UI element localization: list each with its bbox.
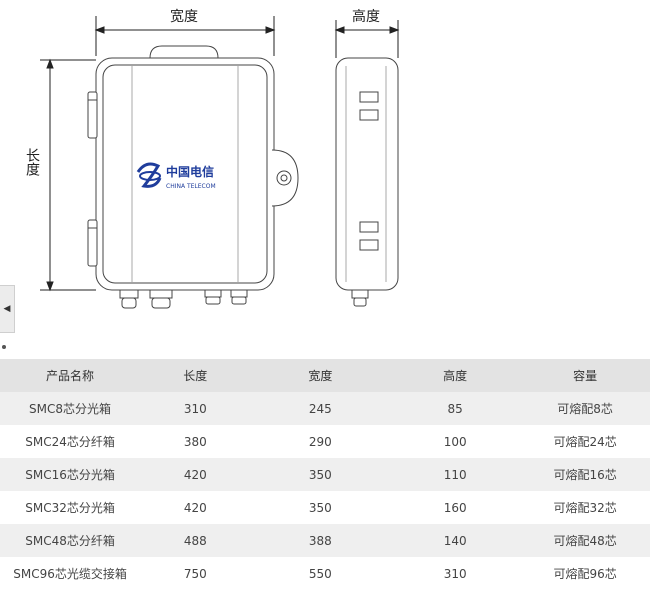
cell-length: 488 xyxy=(140,524,251,557)
cell-height: 110 xyxy=(390,458,521,491)
header-length: 长度 xyxy=(140,359,251,392)
cell-height: 85 xyxy=(390,392,521,425)
cell-width: 245 xyxy=(250,392,391,425)
cell-capacity: 可熔配96芯 xyxy=(520,557,650,590)
cell-product-name: SMC32芯分光箱 xyxy=(0,491,141,524)
list-bullet xyxy=(2,345,6,349)
length-dimension xyxy=(40,58,96,292)
cell-height: 310 xyxy=(390,557,521,590)
width-dimension xyxy=(94,16,276,56)
spec-table: 产品名称 长度 宽度 高度 容量 SMC8芯分光箱 310 245 85 可熔配… xyxy=(0,359,650,590)
cell-length: 420 xyxy=(140,491,251,524)
header-height: 高度 xyxy=(390,359,521,392)
cell-width: 290 xyxy=(250,425,391,458)
depth-dimension xyxy=(334,20,400,58)
height-label: 高度 xyxy=(352,9,380,25)
width-label: 宽度 xyxy=(170,9,198,25)
cell-capacity: 可熔配16芯 xyxy=(520,458,650,491)
cell-product-name: SMC96芯光缆交接箱 xyxy=(0,557,141,590)
side-view xyxy=(335,57,399,307)
cell-product-name: SMC8芯分光箱 xyxy=(0,392,141,425)
header-product-name: 产品名称 xyxy=(0,359,141,392)
header-capacity: 容量 xyxy=(520,359,650,392)
table-row: SMC32芯分光箱 420 350 160 可熔配32芯 xyxy=(0,491,650,524)
cell-height: 100 xyxy=(390,425,521,458)
table-row: SMC48芯分纤箱 488 388 140 可熔配48芯 xyxy=(0,524,650,557)
cell-length: 420 xyxy=(140,458,251,491)
cell-length: 310 xyxy=(140,392,251,425)
gallery-prev-tab[interactable]: ◀ xyxy=(0,285,15,333)
cell-capacity: 可熔配24芯 xyxy=(520,425,650,458)
table-row: SMC16芯分光箱 420 350 110 可熔配16芯 xyxy=(0,458,650,491)
svg-text:中国电信: 中国电信 xyxy=(166,164,214,179)
cell-capacity: 可熔配48芯 xyxy=(520,524,650,557)
front-view xyxy=(87,45,299,309)
cell-product-name: SMC16芯分光箱 xyxy=(0,458,141,491)
cell-height: 160 xyxy=(390,491,521,524)
china-telecom-logo: 中国电信 CHINA TELECOM xyxy=(136,162,216,190)
cell-length: 380 xyxy=(140,425,251,458)
cell-width: 350 xyxy=(250,458,391,491)
cell-width: 350 xyxy=(250,491,391,524)
table-row: SMC8芯分光箱 310 245 85 可熔配8芯 xyxy=(0,392,650,425)
cell-capacity: 可熔配8芯 xyxy=(520,392,650,425)
length-label: 长度 xyxy=(24,148,40,176)
cell-width: 388 xyxy=(250,524,391,557)
cell-length: 750 xyxy=(140,557,251,590)
svg-text:CHINA TELECOM: CHINA TELECOM xyxy=(166,183,216,190)
table-row: SMC24芯分纤箱 380 290 100 可熔配24芯 xyxy=(0,425,650,458)
product-dimension-drawing: 中国电信 CHINA TELECOM xyxy=(40,16,400,309)
table-row: SMC96芯光缆交接箱 750 550 310 可熔配96芯 xyxy=(0,557,650,590)
header-width: 宽度 xyxy=(250,359,391,392)
cell-product-name: SMC48芯分纤箱 xyxy=(0,524,141,557)
cell-height: 140 xyxy=(390,524,521,557)
cell-capacity: 可熔配32芯 xyxy=(520,491,650,524)
cell-width: 550 xyxy=(250,557,391,590)
cell-product-name: SMC24芯分纤箱 xyxy=(0,425,141,458)
table-header-row: 产品名称 长度 宽度 高度 容量 xyxy=(0,359,650,392)
